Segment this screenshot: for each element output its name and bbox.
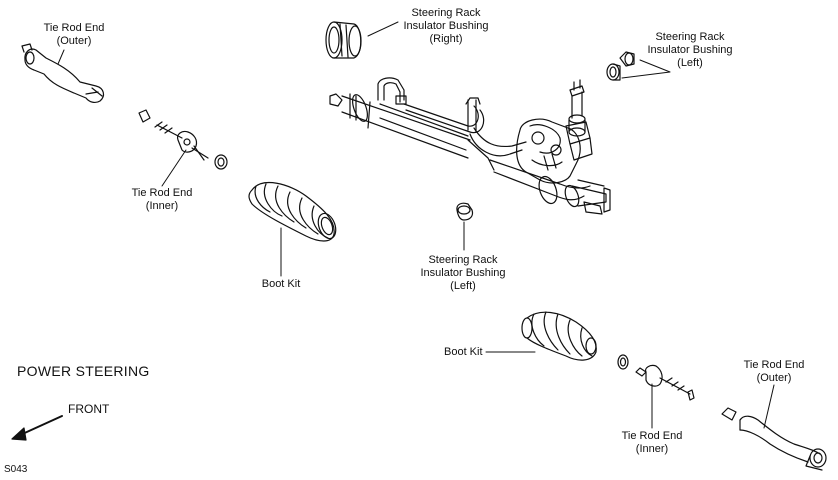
leader-outer-top [57,49,65,65]
insulator-bushing-left-mid-part [456,202,474,221]
diagram-title: POWER STEERING [17,363,150,379]
insulator-bushing-left-top-part [606,51,635,81]
label-tie-rod-end-outer-top: Tie Rod End(Outer) [43,22,105,47]
leader-bushing-left-top [621,59,671,79]
leader-outer-bottom [763,384,775,429]
tie-rod-end-outer-bottom-part [721,407,827,471]
front-direction-label: FRONT [68,402,110,416]
label-boot-kit-bottom: Boot Kit [444,346,483,358]
steering-rack-assembly [329,77,611,215]
tie-rod-end-inner-bottom-part [617,354,695,401]
front-arrow-icon [11,415,63,441]
figure-code: S043 [4,464,28,475]
label-tie-rod-end-inner-top: Tie Rod End(Inner) [131,187,193,212]
label-boot-kit-top: Boot Kit [261,278,301,290]
boot-kit-bottom-part [521,311,597,361]
insulator-bushing-right-part [325,21,362,59]
label-tie-rod-end-inner-bottom: Tie Rod End(Inner) [621,430,683,455]
tie-rod-end-outer-top-part [21,43,105,104]
tie-rod-end-inner-top-part [138,109,228,170]
label-tie-rod-end-outer-bottom: Tie Rod End(Outer) [743,359,805,384]
boot-kit-top-part [248,182,337,242]
leader-bushing-right [367,21,399,37]
leader-inner-top [161,149,187,187]
